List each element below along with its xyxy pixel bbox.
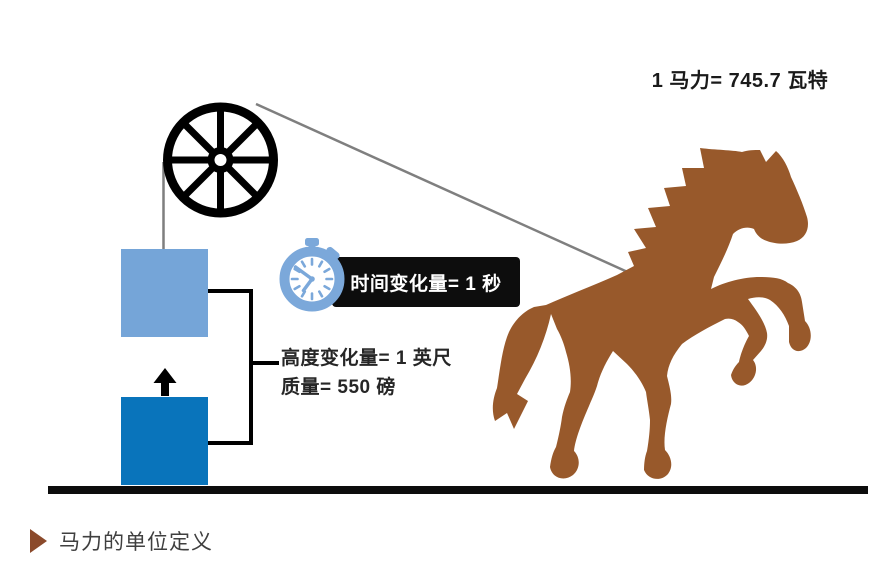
- ground-weight-box: [121, 397, 208, 485]
- height-change-label: 高度变化量= 1 英尺: [281, 348, 452, 369]
- measure-bracket: [208, 289, 279, 445]
- play-triangle-icon: [30, 529, 47, 553]
- ground-line: [48, 486, 868, 494]
- raised-weight-box: [121, 249, 208, 337]
- horse-icon: [492, 148, 811, 479]
- mass-label: 质量= 550 磅: [281, 377, 396, 398]
- measurement-text: 高度变化量= 1 英尺 质量= 550 磅: [281, 344, 452, 402]
- equation-text: 1 马力= 745.7 瓦特: [651, 70, 829, 92]
- time-badge-label: 时间变化量= 1 秒: [350, 273, 502, 295]
- caption-text: 马力的单位定义: [59, 531, 213, 554]
- rope-lines: [162, 102, 633, 276]
- caption: 马力的单位定义: [30, 526, 213, 556]
- rope-diagonal: [255, 102, 633, 276]
- up-arrow-icon: [153, 368, 177, 396]
- time-badge: 时间变化量= 1 秒: [332, 257, 520, 307]
- pulley-wheel-icon: [163, 102, 278, 218]
- stopwatch-icon: [268, 228, 358, 323]
